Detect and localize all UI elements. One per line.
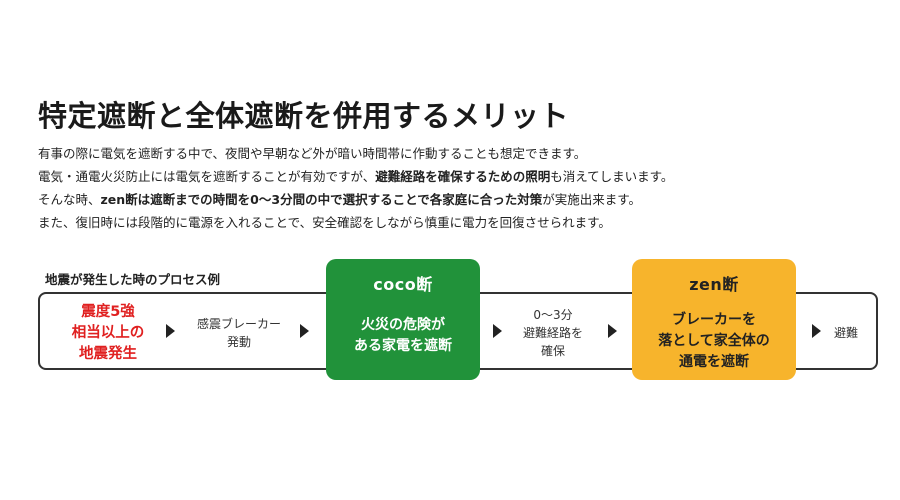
coco-dan-title: coco断 [373,275,433,294]
paragraph-1: 有事の際に電気を遮断する中で、夜間や早朝など外が暗い時間帯に作動することも想定で… [38,142,878,165]
paragraph-1-text: 有事の際に電気を遮断する中で、夜間や早朝など外が暗い時間帯に作動することも想定で… [38,146,587,161]
step-earthquake: 震度5強 相当以上の 地震発生 [58,302,158,365]
arrow-right-icon [493,324,502,338]
paragraph-3-text-c: が実施出来ます。 [542,192,641,207]
step-evacuation-route-line: 避難経路を [522,326,583,340]
description: 有事の際に電気を遮断する中で、夜間や早朝など外が暗い時間帯に作動することも想定で… [38,142,878,234]
paragraph-3-text-a: そんな時、 [38,192,101,207]
zen-dan-body: ブレーカーを 落として家全体の 通電を遮断 [632,310,796,373]
paragraph-2-text-c: も消えてしまいます。 [550,169,674,184]
step-seismic-breaker-line: 感震ブレーカー [196,317,281,331]
zen-dan-body-line: ブレーカーを [672,312,756,328]
arrow-right-icon [300,324,309,338]
coco-dan-card: coco断 火災の危険が ある家電を遮断 [326,259,480,380]
step-evacuation-route: 0〜3分 避難経路を 確保 [508,306,598,360]
zen-dan-card: zen断 ブレーカーを 落として家全体の 通電を遮断 [632,259,796,380]
arrow-right-icon [608,324,617,338]
step-earthquake-line: 震度5強 [81,304,135,320]
paragraph-4-text: また、復旧時には段階的に電源を入れることで、安全確認をしながら慎重に電力を回復さ… [38,215,611,230]
paragraph-3-emphasis: zen断は遮断までの時間を0〜3分間の中で選択することで各家庭に合った対策 [100,192,543,207]
paragraph-4: また、復旧時には段階的に電源を入れることで、安全確認をしながら慎重に電力を回復さ… [38,211,878,234]
zen-dan-title: zen断 [689,275,739,294]
step-seismic-breaker-line: 発動 [226,335,251,349]
zen-dan-body-line: 落として家全体の [658,333,770,349]
zen-dan-body-line: 通電を遮断 [679,354,749,370]
step-evacuation-route-line: 0〜3分 [533,308,573,322]
coco-dan-body-line: 火災の危険が [361,317,445,333]
paragraph-2-text-a: 電気・通電火災防止には電気を遮断することが有効ですが、 [38,169,376,184]
arrow-right-icon [166,324,175,338]
step-evacuate: 避難 [833,326,858,340]
paragraph-2-emphasis: 避難経路を確保するための照明 [375,169,551,184]
coco-dan-body: 火災の危険が ある家電を遮断 [326,315,480,357]
step-seismic-breaker: 感震ブレーカー 発動 [184,315,294,351]
paragraph-2: 電気・通電火災防止には電気を遮断することが有効ですが、避難経路を確保するための照… [38,165,878,188]
coco-dan-body-line: ある家電を遮断 [354,338,452,354]
paragraph-3: そんな時、zen断は遮断までの時間を0〜3分間の中で選択することで各家庭に合った… [38,188,878,211]
step-earthquake-line: 地震発生 [79,346,137,362]
page-title: 特定遮断と全体遮断を併用するメリット [38,99,570,133]
arrow-right-icon [812,324,821,338]
step-evacuation-route-line: 確保 [540,344,565,358]
process-label: 地震が発生した時のプロセス例 [45,272,221,287]
step-earthquake-line: 相当以上の [71,325,145,341]
